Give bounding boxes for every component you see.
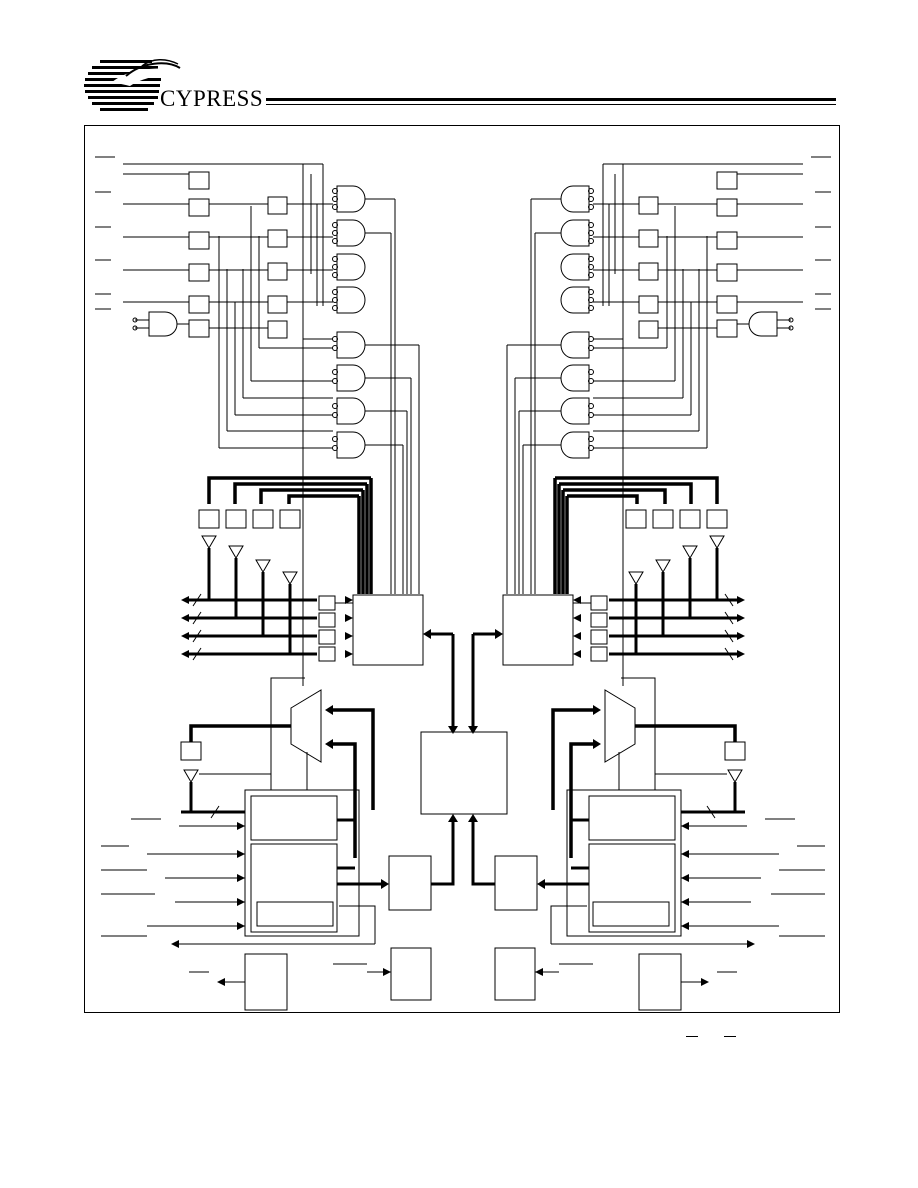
page-header: CYPRESS xyxy=(0,0,918,120)
left-port-logic xyxy=(95,156,458,1011)
io-control-block-left xyxy=(352,594,424,666)
input-register xyxy=(188,171,210,338)
block-diagram-frame xyxy=(84,125,840,1013)
right-port-logic xyxy=(468,156,831,1011)
semaphore-block-left xyxy=(388,855,432,911)
block-diagram xyxy=(95,156,831,1011)
footnote-overbars xyxy=(686,1036,746,1046)
arbitration-logic-block xyxy=(420,731,508,815)
memory-array-left-outer xyxy=(244,789,360,937)
brand-name: CYPRESS xyxy=(160,86,264,111)
and-gate xyxy=(336,185,366,459)
header-rule xyxy=(266,98,836,106)
cypress-logo-icon xyxy=(84,59,181,111)
mux-left xyxy=(290,689,322,763)
